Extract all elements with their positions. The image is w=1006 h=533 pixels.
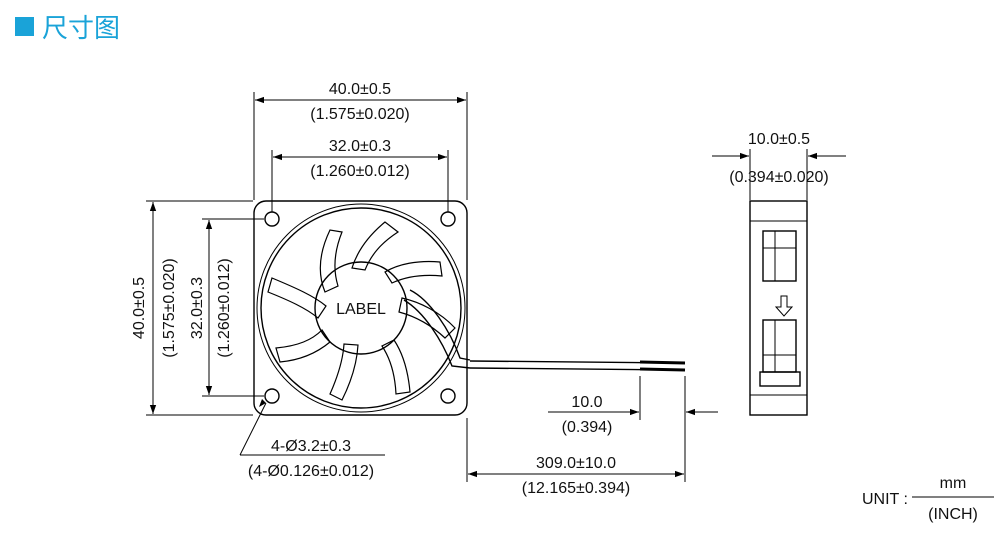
width-mm: 40.0±0.5: [329, 81, 391, 98]
mounting-hole-br: [440, 388, 456, 404]
lead-length-mm: 309.0±10.0: [536, 455, 616, 472]
vpitch-in: (1.260±0.012): [216, 258, 233, 358]
holes-mm: 4-Ø3.2±0.3: [271, 438, 351, 455]
fan-frame: [253, 200, 468, 416]
height-in: (1.575±0.020): [161, 258, 178, 358]
dim-holes-callout: 4-Ø3.2±0.3 (4-Ø0.126±0.012): [239, 399, 385, 480]
fan-front-view: LABEL: [253, 200, 686, 416]
airflow-arrow-icon: [774, 295, 794, 317]
hub-label: LABEL: [336, 301, 386, 318]
units-prefix: UNIT :: [862, 491, 908, 508]
dim-height: 40.0±0.5 (1.575±0.020): [131, 200, 253, 416]
hole-pitch-in: (1.260±0.012): [310, 163, 410, 180]
mounting-hole-tl: [264, 211, 280, 227]
height-mm: 40.0±0.5: [131, 277, 148, 339]
strip-in: (0.394): [562, 419, 613, 436]
dim-lead-strip: 10.0 (0.394): [548, 376, 718, 436]
section-title: 尺寸图: [42, 14, 120, 44]
lead-channel: [409, 289, 471, 361]
holes-in: (4-Ø0.126±0.012): [248, 463, 374, 480]
dim-thickness: 10.0±0.5 (0.394±0.020): [712, 131, 846, 200]
units-top: mm: [940, 475, 967, 492]
vpitch-mm: 32.0±0.3: [189, 277, 206, 339]
thickness-mm: 10.0±0.5: [748, 131, 810, 148]
strip-mm: 10.0: [571, 394, 602, 411]
thickness-in: (0.394±0.020): [729, 169, 829, 186]
fan-side-view: [749, 200, 808, 416]
fan-hub: [314, 261, 408, 355]
mounting-hole-tr: [440, 211, 456, 227]
fan-blades: [267, 221, 456, 401]
dim-width: 40.0±0.5 (1.575±0.020): [253, 81, 468, 200]
hole-pitch-mm: 32.0±0.3: [329, 138, 391, 155]
dim-lead-length: 309.0±10.0 (12.165±0.394): [466, 418, 686, 497]
side-frame: [749, 200, 808, 416]
mounting-hole-bl: [264, 388, 280, 404]
lead-length-in: (12.165±0.394): [522, 480, 630, 497]
dim-hole-pitch-h: 32.0±0.3 (1.260±0.012): [271, 138, 449, 212]
header-marker-icon: [15, 17, 34, 36]
width-in: (1.575±0.020): [310, 106, 410, 123]
units-bottom: (INCH): [928, 506, 978, 523]
fan-venturi-ring: [260, 207, 462, 409]
dim-hole-pitch-v: 32.0±0.3 (1.260±0.012): [189, 218, 264, 397]
units-legend: UNIT : mm (INCH): [862, 475, 994, 523]
